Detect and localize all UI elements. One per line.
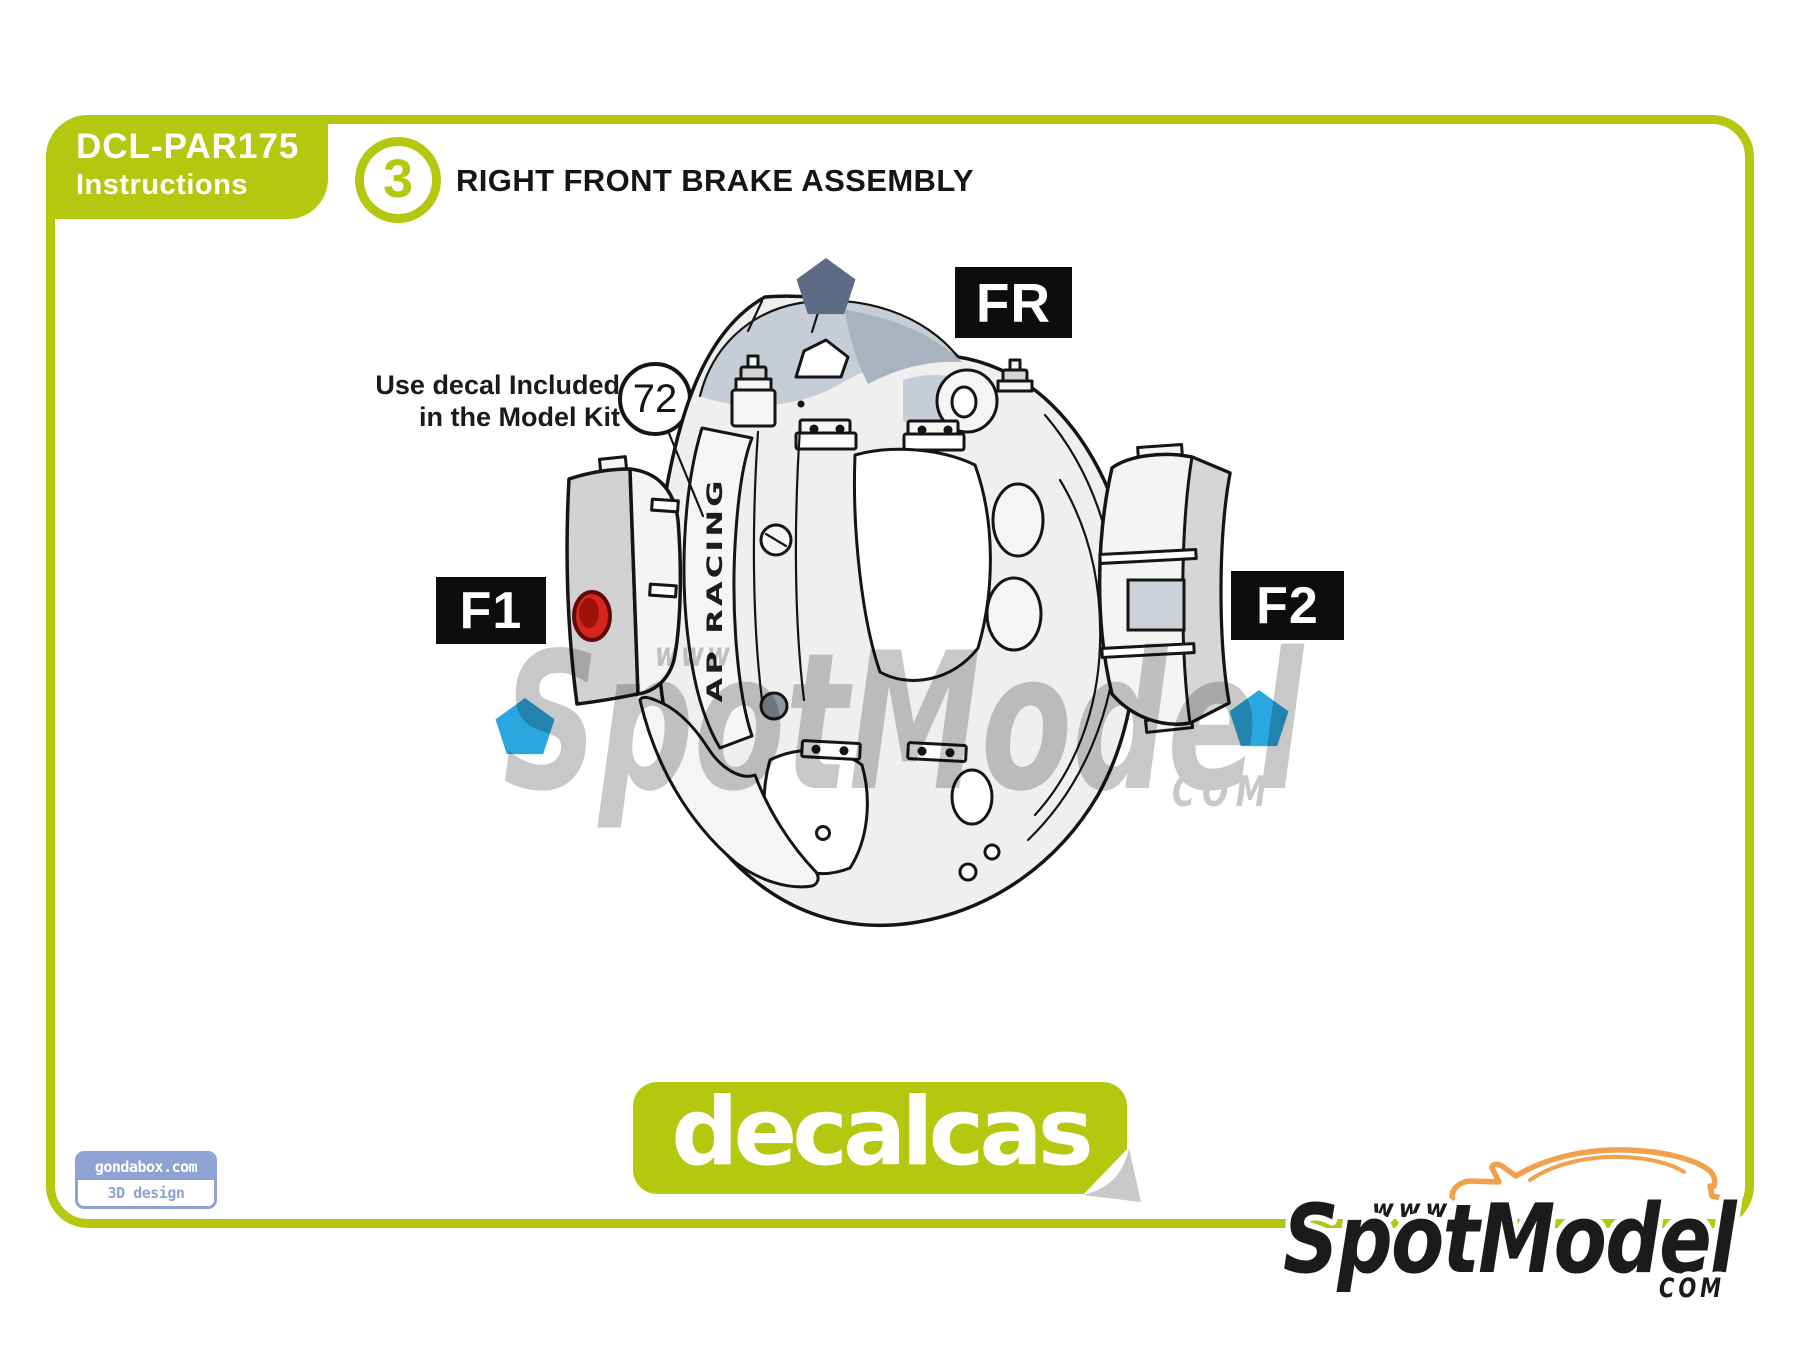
store-logo-tld: COM bbox=[1659, 1273, 1725, 1304]
decal-note-line1: Use decal Included bbox=[375, 370, 620, 400]
step-number-badge: 3 bbox=[355, 137, 441, 223]
page-frame-border bbox=[46, 115, 1754, 1228]
gondabox-url: gondabox.com bbox=[78, 1154, 214, 1180]
decalcas-logo-text: decalcas bbox=[671, 1077, 1094, 1187]
decal-note-line2: in the Model Kit bbox=[419, 402, 620, 433]
decalcas-logo: decalcas bbox=[633, 1078, 1127, 1194]
decal-number-callout: 72 bbox=[618, 362, 692, 436]
step-number: 3 bbox=[382, 149, 414, 209]
orientation-label-fr: FR bbox=[955, 267, 1072, 338]
decal-note: Use decal Included in the Model Kit bbox=[368, 369, 620, 434]
step-title: RIGHT FRONT BRAKE ASSEMBLY bbox=[456, 163, 974, 198]
gondabox-credit: gondabox.com 3D design bbox=[75, 1151, 217, 1209]
header-subtitle: Instructions bbox=[76, 168, 248, 201]
part-label-f2: F2 bbox=[1231, 571, 1344, 640]
product-code: DCL-PAR175 bbox=[76, 127, 300, 166]
part-label-f1: F1 bbox=[436, 577, 546, 644]
header-product-box: DCL-PAR175 Instructions bbox=[46, 115, 328, 219]
gondabox-tagline: 3D design bbox=[107, 1184, 185, 1202]
